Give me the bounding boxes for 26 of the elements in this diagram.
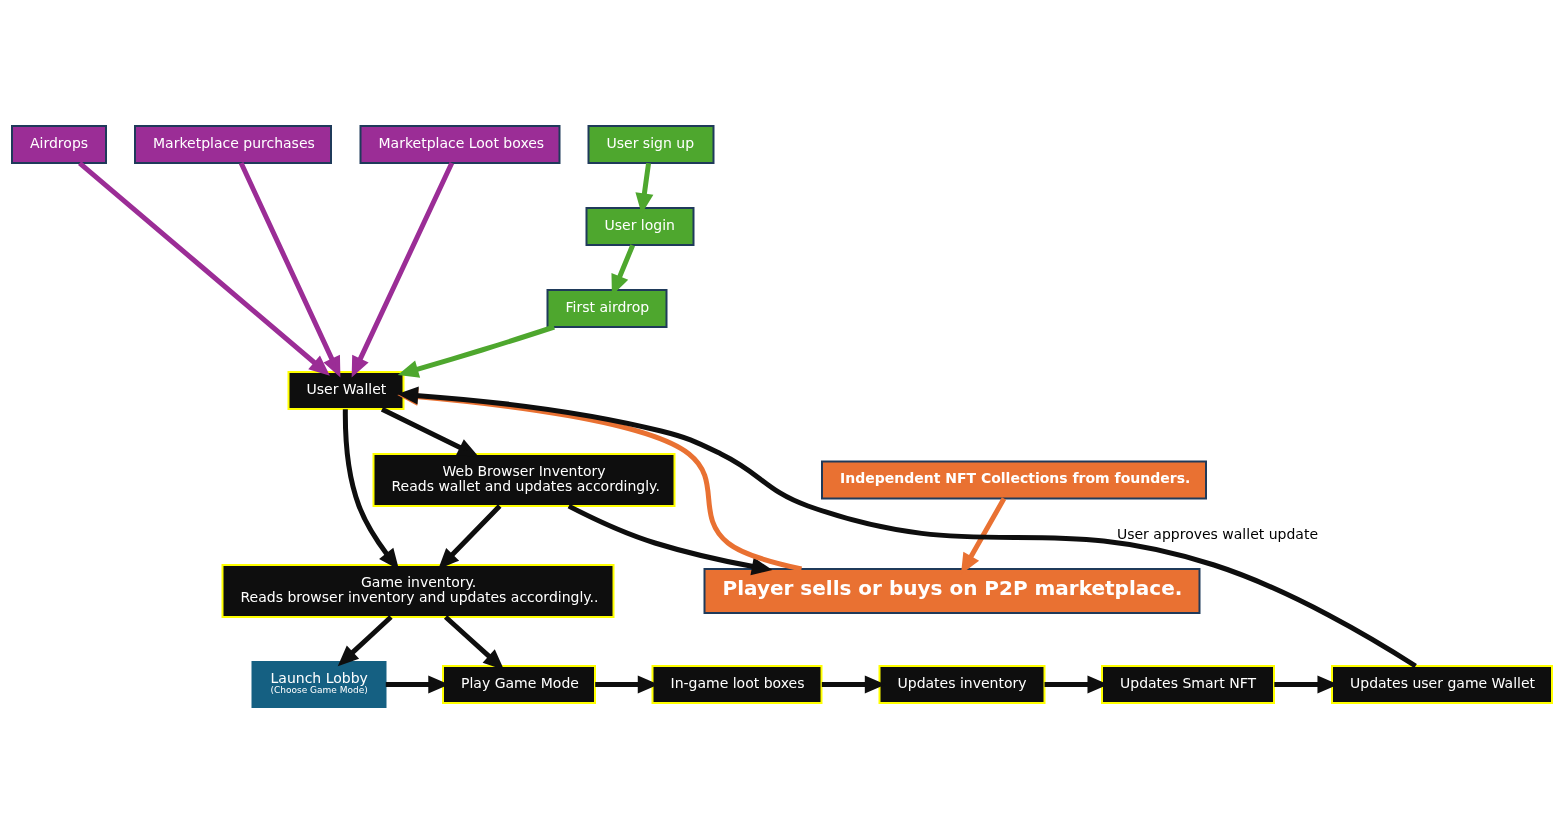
arrow <box>443 615 505 670</box>
node-box: Independent NFT Collections from founders. <box>821 460 1207 500</box>
node-box: Airdrops <box>11 125 107 164</box>
node-box: Updates user game Wallet <box>1331 665 1553 704</box>
node-box: User sign up <box>587 125 715 164</box>
node-box: Marketplace purchases <box>134 125 332 164</box>
node-box: First airdrop <box>546 289 668 328</box>
node-box: In-game loot boxes <box>651 665 823 704</box>
node-box: User Wallet <box>287 371 405 410</box>
node-box: Updates Smart NFT <box>1101 665 1275 704</box>
node-box: Marketplace Loot boxes <box>359 125 561 164</box>
node-box: Launch Lobby (Choose Game Mode) <box>251 661 387 708</box>
arrow <box>397 324 555 378</box>
arrow <box>337 615 393 667</box>
arrow <box>351 162 455 378</box>
node-box: Web Browser Inventory Reads wallet and updates accordingly. <box>372 453 676 507</box>
arrow <box>238 162 341 378</box>
arrow <box>567 503 773 576</box>
node-box: Play Game Mode <box>442 665 596 704</box>
node-box: User login <box>585 207 695 246</box>
edge-label: User approves wallet update <box>1116 526 1319 543</box>
node-box: Player sells or buys on P2P marketplace. <box>703 568 1201 614</box>
node-box: Game inventory. Reads browser inventory and updates accordingly.. <box>221 564 615 618</box>
arrow <box>380 406 479 457</box>
arrow <box>78 161 330 376</box>
node-box: Updates inventory <box>878 665 1046 704</box>
